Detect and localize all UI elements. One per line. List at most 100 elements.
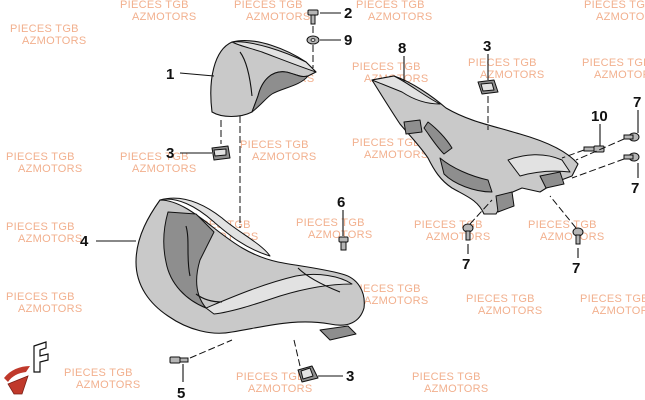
- screw-part: [583, 145, 605, 153]
- watermark-line2: AZMOTORS: [540, 231, 605, 243]
- watermark-line1: PIECES TGB: [356, 0, 425, 11]
- watermark-line1: PIECES TGB: [352, 137, 421, 149]
- assembly-line: [189, 339, 233, 359]
- watermark-line2: AZMOTORS: [592, 305, 645, 317]
- watermark-line2: AZMOTORS: [478, 305, 543, 317]
- assembly-line: [549, 195, 577, 229]
- leader-line: [179, 72, 215, 77]
- callout-7: 7: [633, 94, 641, 111]
- screw-part: [572, 227, 584, 245]
- callout-1: 1: [166, 66, 174, 83]
- screw-part: [623, 132, 640, 142]
- watermark-line1: PIECES TGB: [412, 371, 481, 383]
- washer-part: [306, 35, 320, 45]
- watermark-line2: AZMOTORS: [368, 11, 433, 23]
- watermark-line2: AZMOTORS: [18, 233, 83, 245]
- callout-6: 6: [337, 194, 345, 211]
- logo-swoosh: [4, 366, 30, 382]
- clip-part: [297, 365, 319, 383]
- watermark-line1: PIECES TGB: [466, 293, 535, 305]
- brand-logo: [4, 341, 49, 395]
- watermark-line1: PIECES TGB: [10, 23, 79, 35]
- watermark-line1: PIECES TGB: [6, 151, 75, 163]
- watermark-line2: AZMOTORS: [426, 231, 491, 243]
- screw-part: [169, 356, 189, 364]
- assembly-line: [575, 138, 625, 161]
- front-handlebar-cover-part: [135, 197, 365, 341]
- watermark-line2: AZMOTORS: [424, 383, 489, 395]
- watermark-line1: PIECES TGB: [468, 57, 537, 69]
- watermark-line1: PIECES TGB: [582, 57, 645, 69]
- watermark-line2: AZMOTORS: [594, 69, 645, 81]
- watermark-line2: AZMOTORS: [18, 303, 83, 315]
- assembly-line: [469, 199, 493, 225]
- watermark-line1: PIECES TGB: [296, 217, 365, 229]
- watermark-line2: AZMOTORS: [22, 35, 87, 47]
- upper-cover-part: [210, 40, 317, 118]
- callout-3: 3: [166, 145, 174, 162]
- clip-part: [211, 145, 231, 161]
- leader-lines: [96, 12, 639, 382]
- watermark-line1: PIECES TGB: [580, 293, 645, 305]
- watermark-line1: PIECES TGB: [528, 219, 597, 231]
- screw-part: [462, 223, 474, 241]
- callout-4: 4: [80, 233, 89, 250]
- screw-part: [338, 236, 349, 251]
- watermark-line1: PIECES TGB: [236, 371, 305, 383]
- callout-8: 8: [398, 40, 406, 57]
- watermark-line1: PIECES TGB: [6, 221, 75, 233]
- callout-3: 3: [483, 38, 491, 55]
- callout-9: 9: [344, 32, 352, 49]
- callout-2: 2: [344, 5, 352, 22]
- callout-10: 10: [591, 108, 608, 125]
- callout-labels: 1 2 9 3 4 6 5 3 8 3 10 7 7 7 7: [80, 5, 641, 400]
- watermark-line1: PIECES TGB: [6, 291, 75, 303]
- rear-handlebar-cover-part: [371, 75, 579, 215]
- clip-part: [477, 79, 499, 95]
- watermark-line1: PIECES TGB: [352, 61, 421, 73]
- watermark-line1: PIECES TGB: [120, 0, 189, 11]
- watermark-line2: AZMOTORS: [596, 11, 645, 23]
- watermark-line1: PIECES TGB: [64, 367, 133, 379]
- callout-7: 7: [631, 180, 639, 197]
- watermark-line2: AZMOTORS: [364, 149, 429, 161]
- watermark-line2: AZMOTORS: [132, 163, 197, 175]
- watermark-line2: AZMOTORS: [246, 11, 311, 23]
- watermark-line2: AZMOTORS: [364, 295, 429, 307]
- callout-3: 3: [346, 368, 354, 385]
- watermark-line1: PIECES TGB: [352, 283, 421, 295]
- watermark-line2: AZMOTORS: [252, 151, 317, 163]
- assembly-line: [571, 158, 625, 179]
- screw-part: [307, 9, 319, 25]
- watermark-line2: AZMOTORS: [18, 163, 83, 175]
- assembly-line: [561, 149, 585, 159]
- watermark-line2: AZMOTORS: [132, 11, 197, 23]
- screw-part: [623, 152, 640, 162]
- assembly-line: [293, 339, 301, 367]
- watermark-line2: AZMOTORS: [480, 69, 545, 81]
- watermark-line1: PIECES TGB: [120, 151, 189, 163]
- logo-shield: [7, 375, 29, 395]
- logo-f-letter: [33, 341, 49, 373]
